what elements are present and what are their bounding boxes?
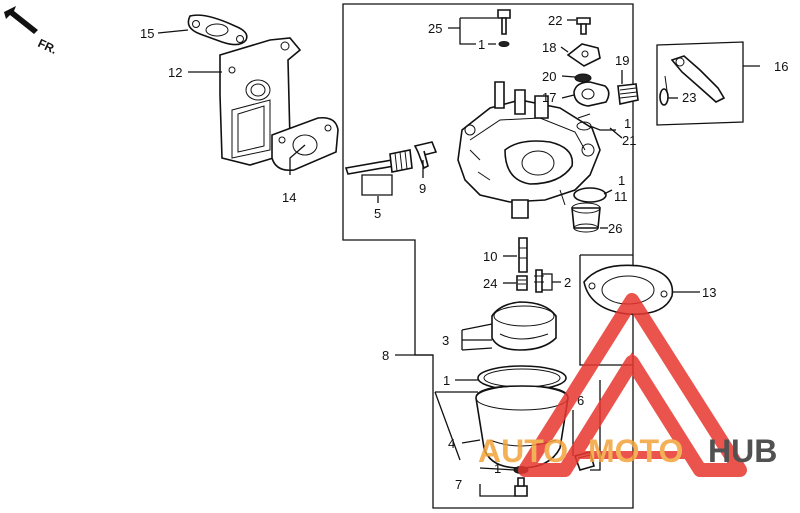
leader-lines <box>157 17 760 497</box>
gasket-13 <box>583 264 674 315</box>
cap-19 <box>617 83 639 105</box>
callout-7: 7 <box>455 477 462 492</box>
front-direction-arrow: FR. <box>4 6 59 57</box>
main-jet-24 <box>516 275 528 291</box>
watermark-moto: MOTO <box>588 433 683 469</box>
callout-1-ring: 1 <box>618 173 625 188</box>
direction-label: FR. <box>36 36 59 57</box>
callout-10: 10 <box>483 249 497 264</box>
callout-1-bolt: 1 <box>494 461 501 476</box>
callout-numbers: 15 12 14 5 9 25 1 22 18 20 17 19 1 21 1 … <box>140 13 788 492</box>
clip-23 <box>659 88 669 106</box>
callout-8: 8 <box>382 348 389 363</box>
callout-1-gasket: 1 <box>443 373 450 388</box>
o-ring-11 <box>573 187 607 203</box>
callout-6: 6 <box>577 393 584 408</box>
callout-15: 15 <box>140 26 154 41</box>
callout-21: 21 <box>622 133 636 148</box>
callout-3: 3 <box>442 333 449 348</box>
gasket-15 <box>187 14 248 46</box>
washer-20 <box>574 73 592 83</box>
callout-5: 5 <box>374 206 381 221</box>
callout-11: 11 <box>614 189 628 204</box>
callout-19: 19 <box>615 53 629 68</box>
gasket-14 <box>271 116 339 172</box>
callout-14: 14 <box>282 190 296 205</box>
plate-18 <box>566 43 601 67</box>
callout-16: 16 <box>774 59 788 74</box>
screw-25 <box>497 9 511 47</box>
gasket-13-subframe <box>579 254 633 366</box>
automotohub-watermark: AUTO MOTO HUB <box>478 293 777 477</box>
callout-4: 4 <box>448 436 455 451</box>
callout-24: 24 <box>483 276 497 291</box>
callout-22: 22 <box>548 13 562 28</box>
screw-5 <box>344 149 413 175</box>
lever-16-frame <box>656 41 744 126</box>
screw-9 <box>413 141 438 170</box>
callout-18: 18 <box>542 40 556 55</box>
watermark-hub: HUB <box>708 433 777 469</box>
callout-26: 26 <box>608 221 622 236</box>
watermark-auto: AUTO <box>478 433 568 469</box>
callout-1-top: 1 <box>478 37 485 52</box>
callout-2: 2 <box>564 275 571 290</box>
callout-23: 23 <box>682 90 696 105</box>
callout-1-right: 1 <box>624 116 631 131</box>
callout-9: 9 <box>419 181 426 196</box>
emulsion-tube-10 <box>518 237 528 273</box>
screw-22 <box>576 17 591 35</box>
float-valve-26 <box>571 202 601 233</box>
callout-13: 13 <box>702 285 716 300</box>
callout-25: 25 <box>428 21 442 36</box>
callout-12: 12 <box>168 65 182 80</box>
float-3 <box>491 301 557 351</box>
float-needle-2 <box>534 269 544 293</box>
throttle-pulley-17 <box>573 81 610 107</box>
callout-20: 20 <box>542 69 556 84</box>
callout-17: 17 <box>542 90 556 105</box>
carburetor-body <box>457 81 601 219</box>
